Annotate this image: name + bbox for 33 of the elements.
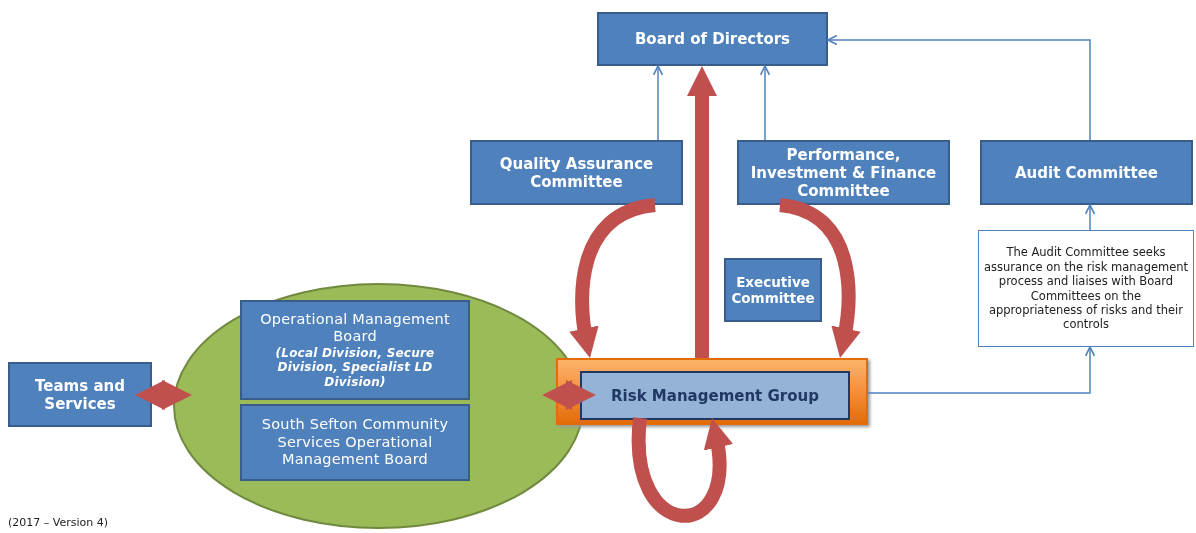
- subtitle-text: (Local Division, Secure Division, Specialist LD Division): [274, 345, 436, 389]
- block-arrow: [687, 66, 717, 358]
- box-title: South Sefton Community Services Operational Management Board: [260, 416, 450, 469]
- block-arrow: [542, 380, 596, 410]
- box-title: Operational Management Board: [259, 311, 451, 346]
- committee-box: [724, 258, 822, 322]
- group-box: [580, 371, 850, 420]
- box-title: Executive Committee: [730, 273, 816, 307]
- note-text: The Audit Committee seeks assurance on the risk management process and liaises with Board Committees on the appropriateness of risks and their controls: [982, 245, 1190, 332]
- block-arrow: [778, 198, 861, 359]
- board-box: [597, 12, 828, 66]
- box-title: Risk Management Group: [610, 386, 820, 405]
- teams-box: [8, 362, 152, 427]
- block-arrow: [134, 380, 192, 410]
- box-title: Quality Assurance Committee: [498, 154, 655, 191]
- box-title: Board of Directors: [633, 30, 792, 48]
- arrow: [827, 34, 1091, 141]
- box-title: Teams and Services: [34, 376, 126, 413]
- board-box: [240, 300, 470, 400]
- box-title: Performance, Investment & Finance Committee: [749, 145, 938, 200]
- arrow: [867, 346, 1096, 394]
- committee-box: [980, 140, 1193, 205]
- arrow: [652, 65, 664, 141]
- board-box: [240, 404, 470, 481]
- version-note: (2017 – Version 4): [8, 516, 108, 529]
- note-box: [978, 230, 1194, 347]
- arrow: [1084, 204, 1096, 231]
- committee-box: [470, 140, 683, 205]
- block-arrow: [631, 417, 733, 523]
- frame-box: [556, 358, 868, 425]
- box-title: Audit Committee: [1014, 163, 1159, 182]
- committee-box: [737, 140, 950, 205]
- arrow: [759, 65, 771, 141]
